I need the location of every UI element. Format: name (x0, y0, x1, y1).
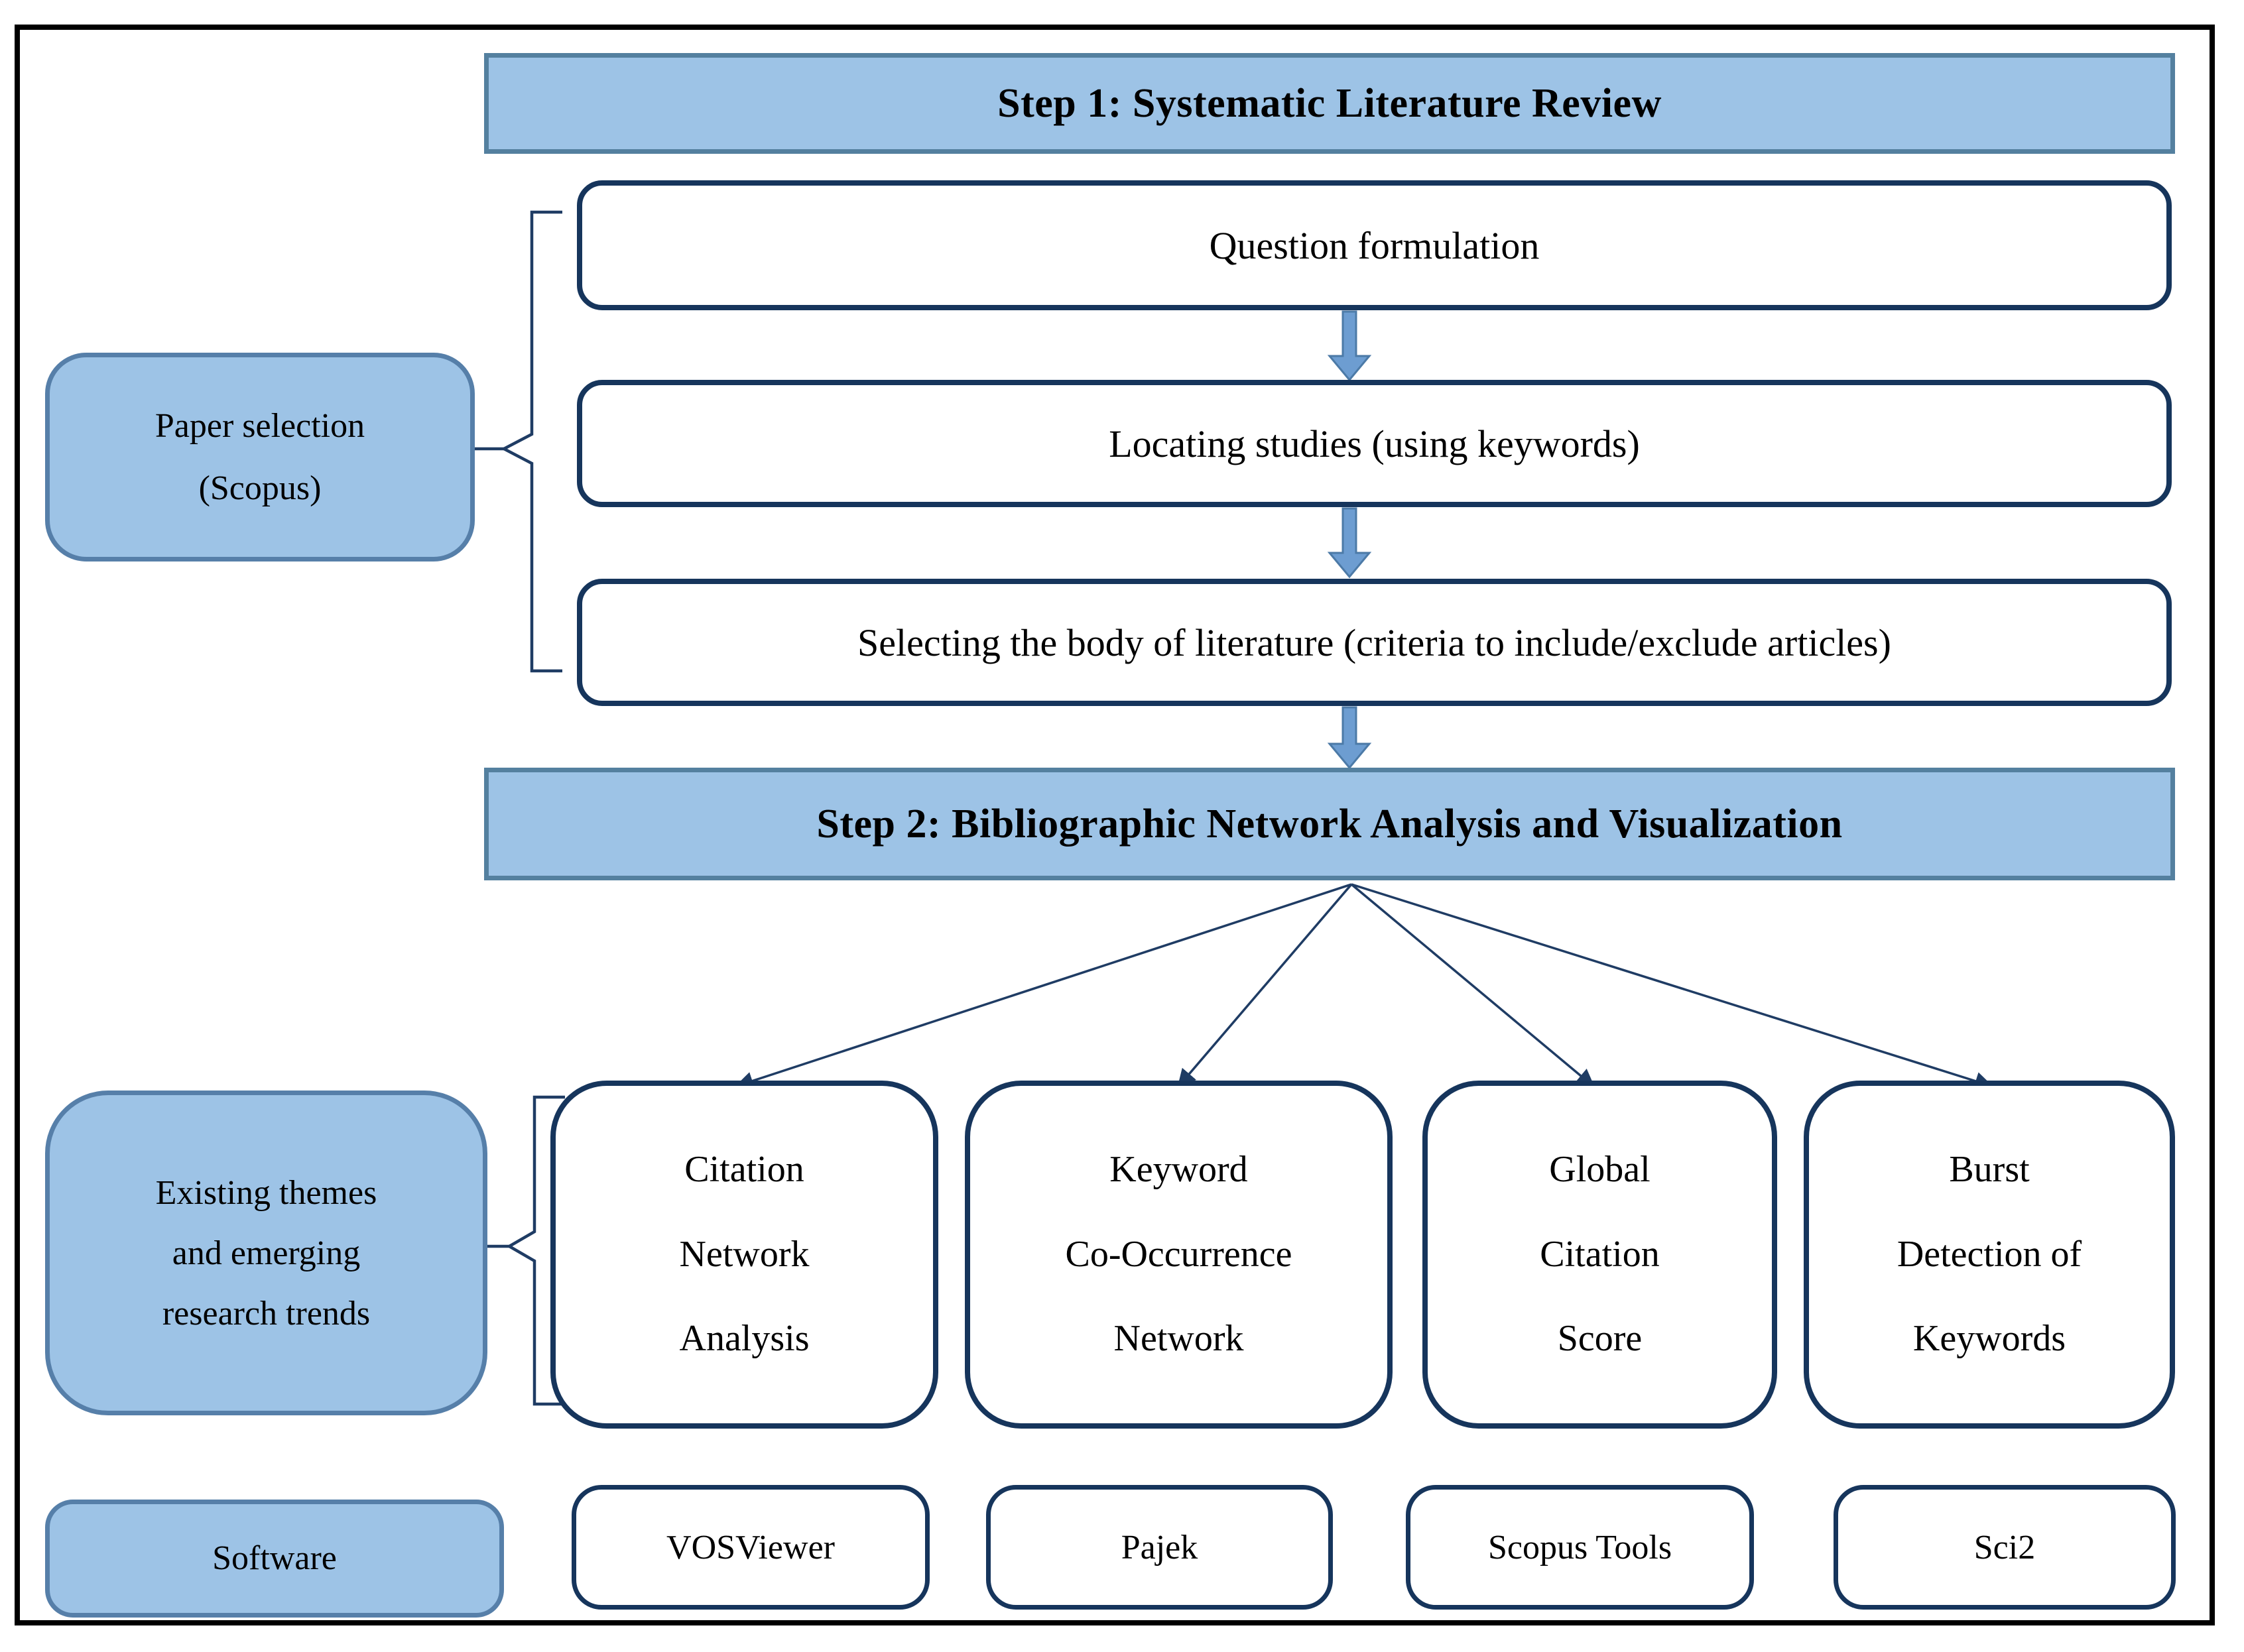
themes-line2: and emerging (172, 1234, 361, 1272)
software-box-sci2: Sci2 (1834, 1485, 2176, 1610)
method-box-line: Score (1557, 1318, 1643, 1360)
process-box-locating-studies: Locating studies (using keywords) (577, 380, 2172, 507)
method-box-line: Co-Occurrence (1065, 1233, 1292, 1275)
method-box-line: Burst (1949, 1148, 2030, 1190)
software-box-label: Scopus Tools (1487, 1528, 1672, 1566)
software-box-label: VOSViewer (666, 1528, 835, 1566)
method-box-keyword-cooccurrence: Keyword Co-Occurrence Network (965, 1081, 1393, 1429)
method-box-line: Analysis (679, 1318, 810, 1360)
software-box-label: Pajek (1121, 1528, 1198, 1566)
process-box-label: Locating studies (using keywords) (1109, 422, 1640, 465)
method-box-citation-network-analysis: Citation Network Analysis (550, 1081, 938, 1429)
paper-selection-line2: (Scopus) (198, 469, 322, 507)
method-box-burst-detection: Burst Detection of Keywords (1804, 1081, 2175, 1429)
method-box-line: Network (1113, 1318, 1244, 1360)
step2-header-label: Step 2: Bibliographic Network Analysis a… (816, 801, 1843, 847)
side-box-software: Software (45, 1500, 504, 1618)
software-box-label: Sci2 (1973, 1528, 2036, 1566)
process-box-selecting-literature: Selecting the body of literature (criter… (577, 579, 2172, 706)
software-box-pajek: Pajek (986, 1485, 1333, 1610)
method-box-line: Network (679, 1233, 810, 1275)
themes-line1: Existing themes (155, 1173, 377, 1212)
method-box-line: Keywords (1912, 1318, 2066, 1360)
software-box-scopus-tools: Scopus Tools (1406, 1485, 1754, 1610)
side-box-existing-themes: Existing themes and emerging research tr… (45, 1091, 487, 1415)
process-box-label: Selecting the body of literature (criter… (857, 620, 1891, 664)
step1-header: Step 1: Systematic Literature Review (484, 53, 2175, 154)
method-box-line: Global (1549, 1148, 1651, 1190)
method-box-line: Detection of (1897, 1233, 2082, 1275)
method-box-line: Citation (684, 1148, 804, 1190)
step2-header: Step 2: Bibliographic Network Analysis a… (484, 768, 2175, 880)
paper-selection-line1: Paper selection (155, 406, 365, 445)
themes-line3: research trends (162, 1294, 371, 1332)
method-box-line: Citation (1540, 1233, 1660, 1275)
side-box-paper-selection: Paper selection (Scopus) (45, 353, 475, 561)
software-box-vosviewer: VOSViewer (572, 1485, 930, 1610)
method-box-global-citation-score: Global Citation Score (1422, 1081, 1777, 1429)
method-box-line: Keyword (1109, 1148, 1248, 1190)
process-box-question-formulation: Question formulation (577, 180, 2172, 310)
process-box-label: Question formulation (1209, 223, 1540, 267)
step1-header-label: Step 1: Systematic Literature Review (997, 80, 1662, 126)
software-label: Software (212, 1539, 337, 1578)
